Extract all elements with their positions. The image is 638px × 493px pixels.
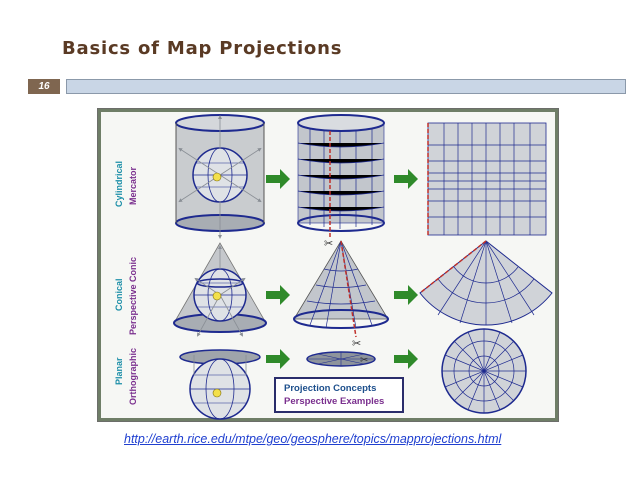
- green-arrow-icon: [266, 169, 290, 189]
- row-label-planar: Planar: [114, 357, 124, 385]
- projection-concepts-box: Projection Concepts Perspective Examples: [274, 377, 404, 413]
- green-arrow-icon: [266, 285, 290, 305]
- orthographic-flat-map: [441, 328, 527, 414]
- planar-disk: ✂: [306, 351, 376, 367]
- light-bulb-icon: [212, 172, 222, 182]
- green-arrow-icon: [394, 285, 418, 305]
- row-label-mercator: Mercator: [128, 166, 138, 205]
- concepts-box-line2: Perspective Examples: [284, 396, 385, 407]
- green-arrow-icon: [266, 349, 290, 369]
- row-label-perspective-conic: Perspective Conic: [128, 256, 138, 335]
- light-bulb-icon: [212, 388, 222, 398]
- page-number-badge: 16: [28, 79, 60, 94]
- source-url-link[interactable]: http://earth.rice.edu/mtpe/geo/geosphere…: [124, 432, 502, 446]
- scissors-icon: ✂: [360, 355, 368, 366]
- conic-flat-map: [419, 240, 553, 326]
- concepts-box-line1: Projection Concepts: [284, 383, 377, 394]
- cone-concept: [173, 242, 267, 337]
- row-label-orthographic: Orthographic: [128, 347, 138, 405]
- scissors-icon: ✂: [352, 338, 361, 350]
- green-arrow-icon: [394, 349, 418, 369]
- header-bar: [66, 79, 626, 94]
- row-label-conical: Conical: [114, 278, 124, 311]
- map-projections-figure: ✂: [97, 108, 559, 422]
- slide-title: Basics of Map Projections: [62, 38, 343, 59]
- scissors-icon: ✂: [324, 238, 333, 250]
- green-arrow-icon: [394, 169, 418, 189]
- light-bulb-icon: [212, 291, 222, 301]
- cylinder-concept: [175, 114, 265, 239]
- planar-concept: [179, 349, 261, 420]
- mercator-flat-map: [427, 122, 547, 236]
- row-label-cylindrical: Cylindrical: [114, 160, 124, 207]
- cone-gridded: ✂: [293, 240, 389, 350]
- cylinder-gridded: ✂: [297, 114, 385, 250]
- projection-diagram: ✂: [173, 114, 553, 420]
